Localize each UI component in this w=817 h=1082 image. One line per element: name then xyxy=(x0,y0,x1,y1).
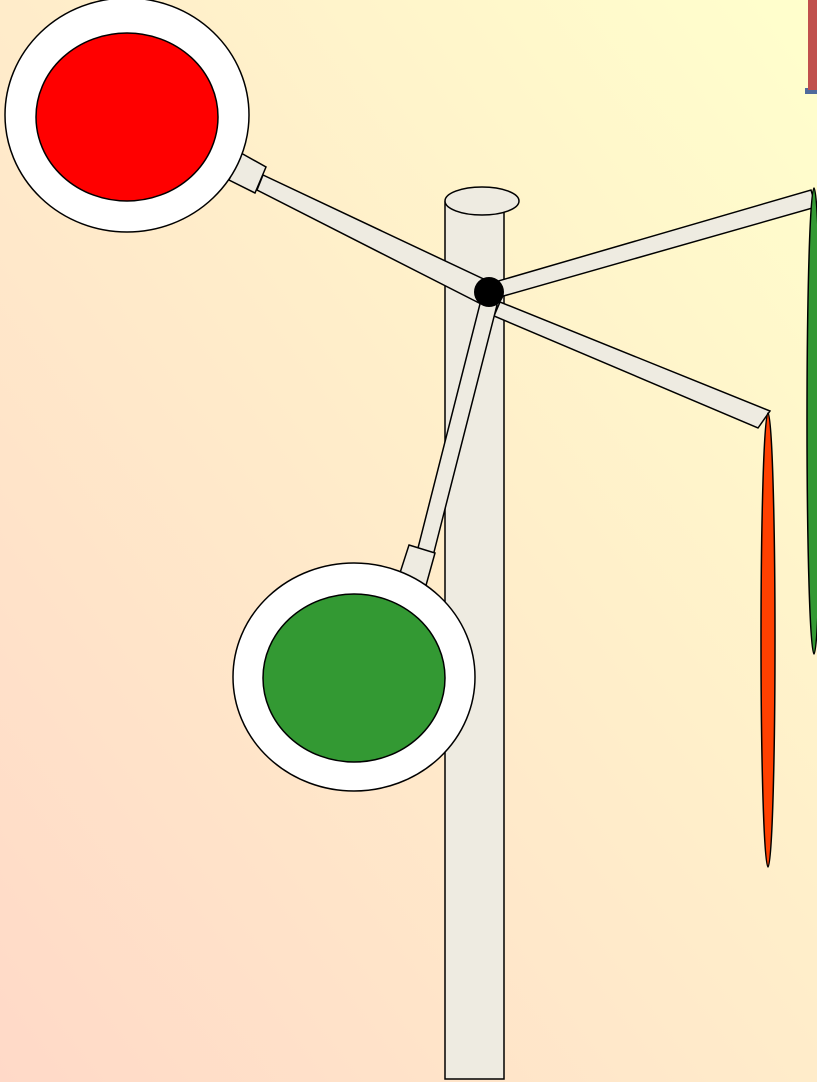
green-disc-face-on xyxy=(232,562,476,792)
pivot xyxy=(474,277,504,307)
red-disc-face xyxy=(35,32,219,202)
green-disc-face xyxy=(262,593,446,763)
partial-glyph xyxy=(805,0,817,94)
red-disc-face-on xyxy=(4,0,250,233)
pole-top xyxy=(444,186,520,216)
red-disc-edge-on xyxy=(760,412,776,868)
green-disc-edge-on xyxy=(806,187,817,655)
partial-glyph-body xyxy=(808,0,817,90)
